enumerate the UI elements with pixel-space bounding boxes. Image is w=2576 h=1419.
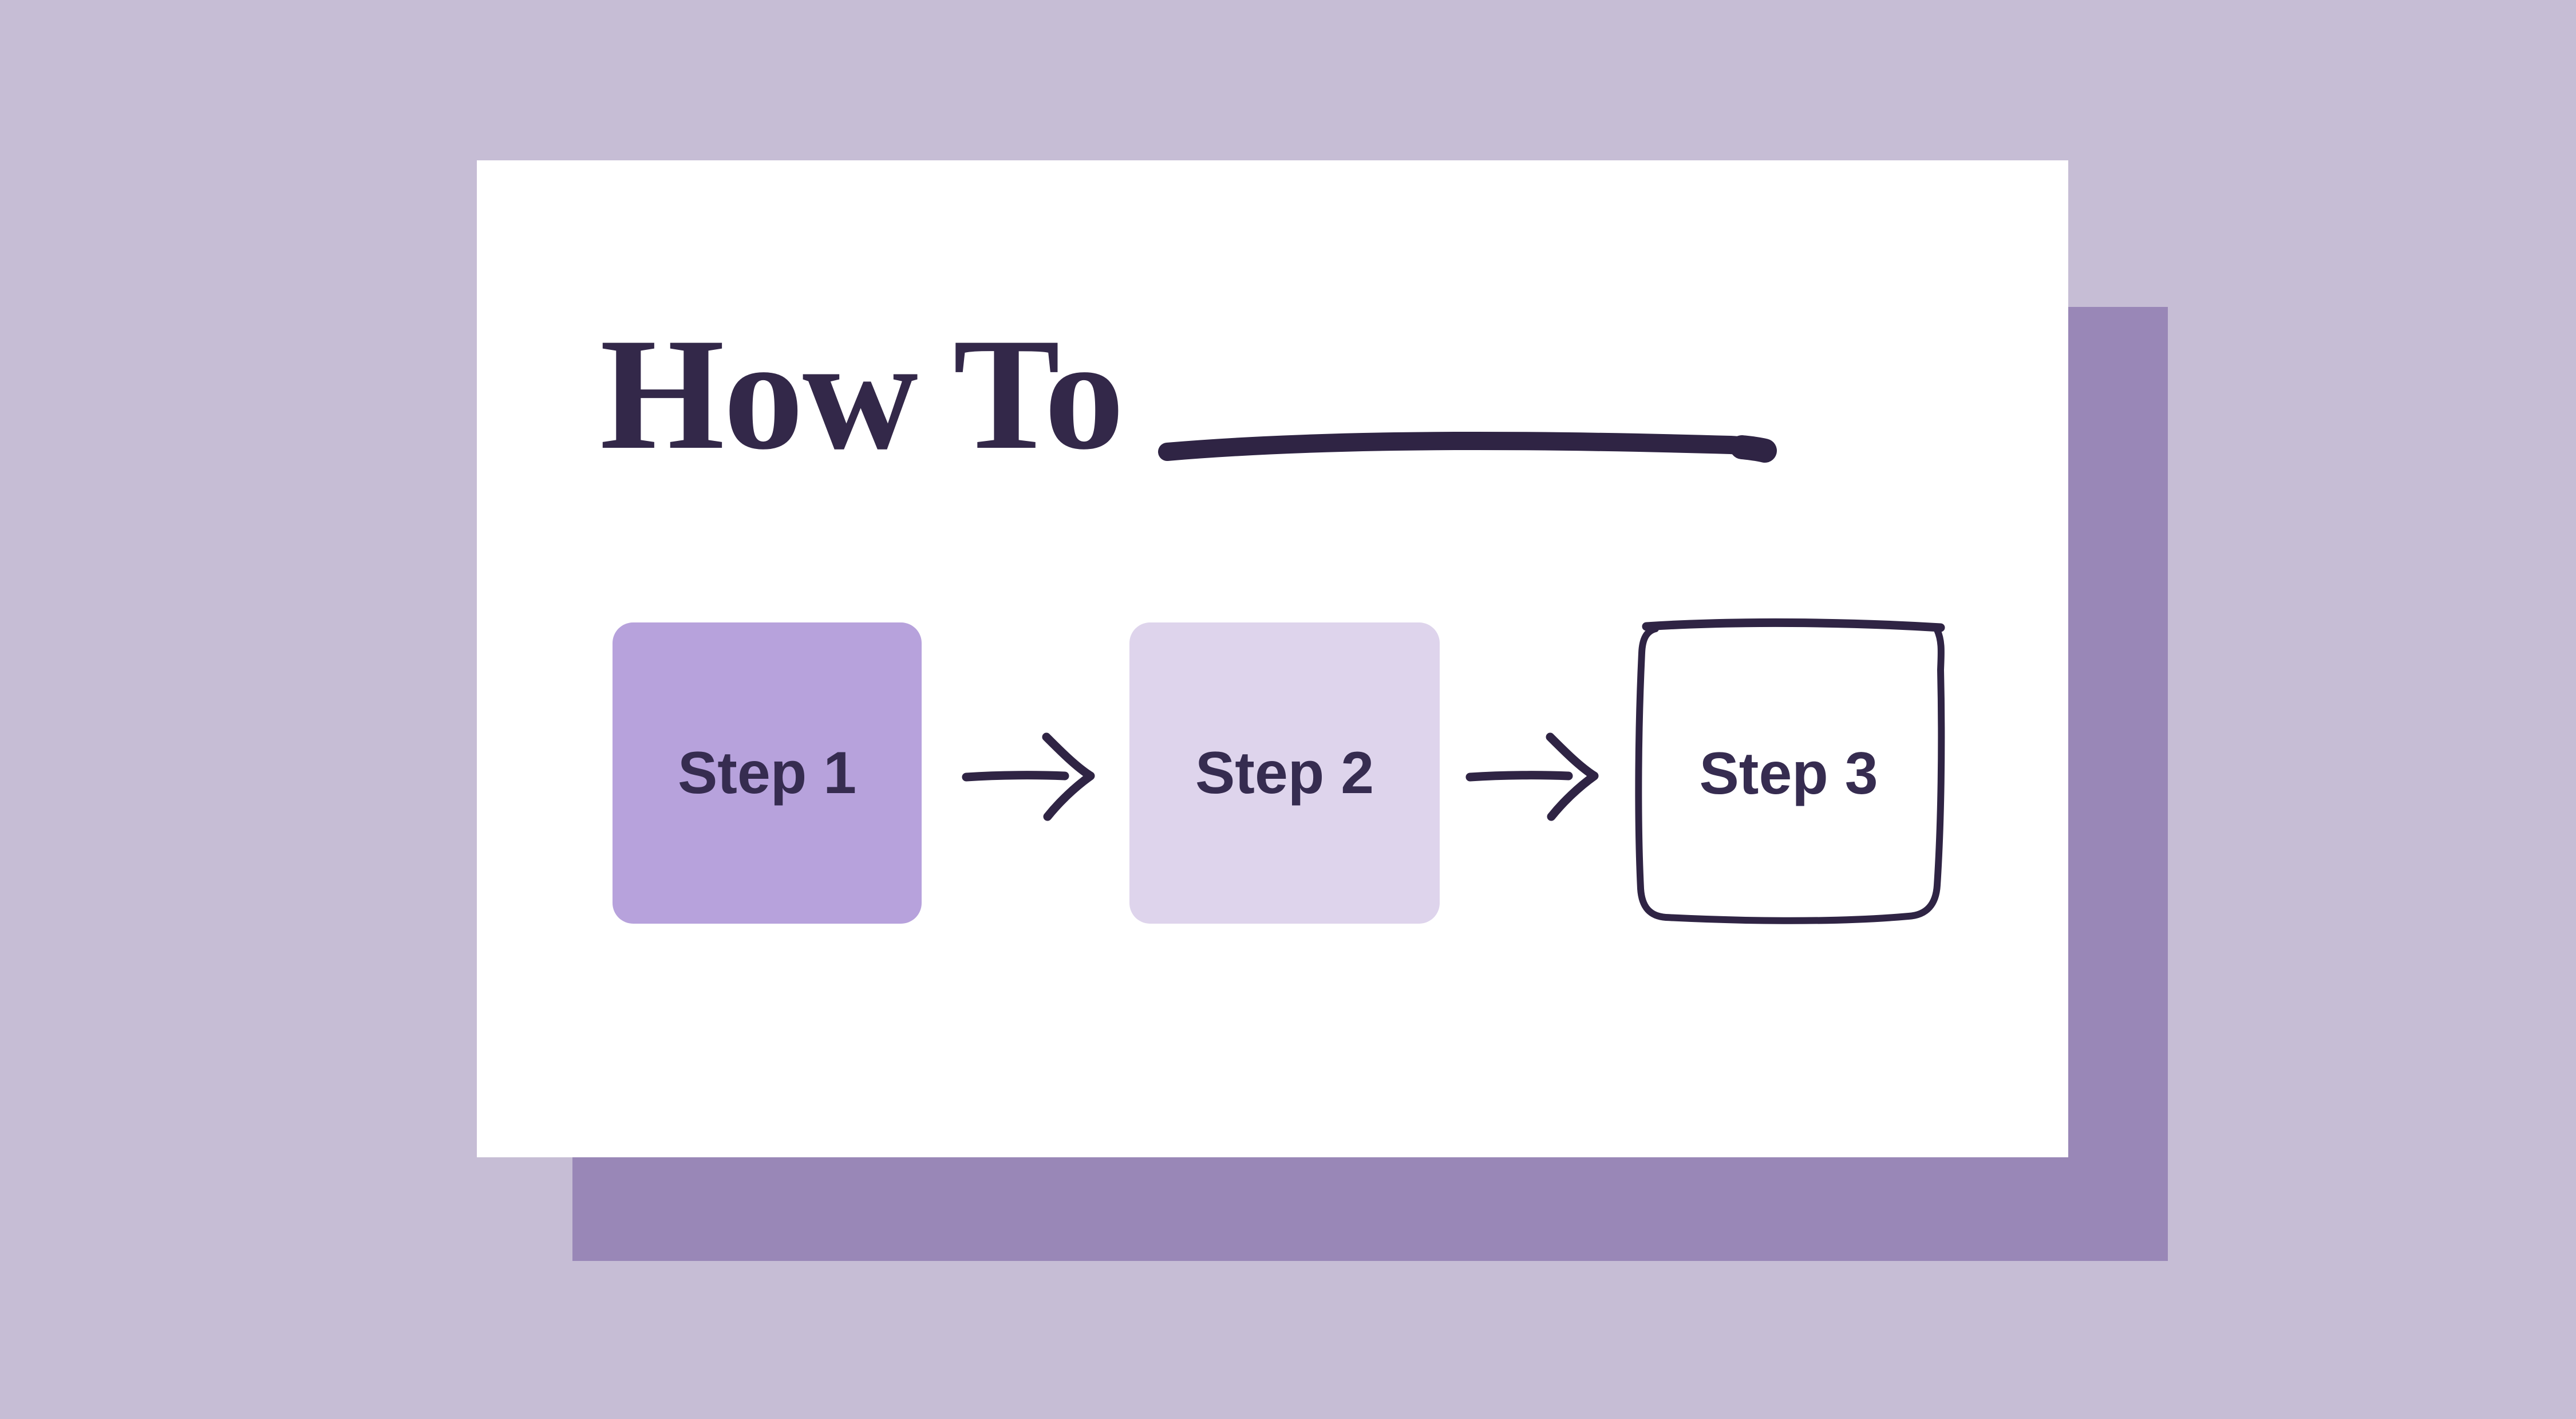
step-1-label: Step 1 [677, 740, 857, 806]
step-1-box: Step 1 [613, 622, 922, 924]
arrow-right-icon [962, 732, 1095, 821]
handdrawn-box-outline [1635, 618, 1945, 924]
step-2-label: Step 2 [1195, 740, 1374, 806]
arrow-right-icon [1465, 732, 1599, 821]
content-card: How To Step 1 Step 2 Step 3 [477, 160, 2068, 1157]
step-2-box: Step 2 [1129, 622, 1440, 924]
step-3-box: Step 3 [1630, 617, 1947, 929]
page-title: How To [600, 305, 1124, 483]
handdrawn-underline [1158, 431, 1777, 463]
step-3-label: Step 3 [1699, 740, 1878, 807]
